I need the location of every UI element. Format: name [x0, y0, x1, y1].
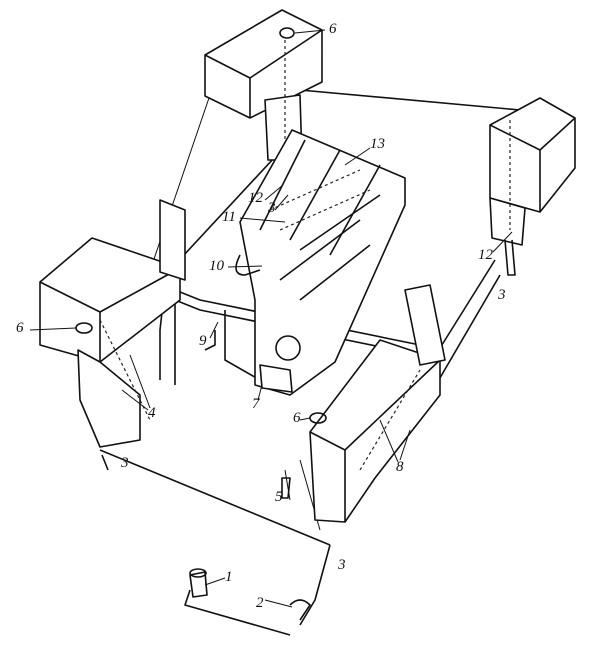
callout-6: 6: [293, 410, 301, 426]
callout-3: 3: [121, 455, 129, 471]
engine-block: [235, 129, 406, 396]
top-crossline: [299, 89, 521, 111]
callout-9: 9: [199, 333, 207, 349]
callout-13: 13: [370, 136, 385, 152]
callout-2: 2: [256, 595, 264, 611]
callout-1: 1: [225, 569, 233, 585]
fittings: [189, 477, 311, 621]
fuel-tank-right: [489, 97, 576, 276]
callout-3: 3: [268, 200, 276, 216]
filler-cap-icon: [279, 27, 295, 39]
callout-11: 11: [222, 209, 236, 225]
callout-5: 5: [275, 489, 283, 505]
callout-10: 10: [209, 258, 224, 274]
fuel-tank-left: [39, 199, 186, 448]
callout-6: 6: [329, 21, 337, 37]
valve-icon: [281, 477, 291, 499]
flywheel-icon: [275, 335, 301, 361]
leader-lines: [29, 29, 513, 608]
callout-6: 6: [16, 320, 24, 336]
callout-3: 3: [498, 287, 506, 303]
callout-12: 12: [478, 247, 493, 263]
callout-8: 8: [396, 459, 404, 475]
callout-3: 3: [338, 557, 346, 573]
fuel-tank-bottom-right: [309, 284, 446, 523]
callout-7: 7: [252, 396, 260, 412]
fuel-filler-pump-icon: [189, 571, 208, 598]
callout-4: 4: [148, 405, 156, 421]
callout-12: 12: [248, 190, 263, 206]
